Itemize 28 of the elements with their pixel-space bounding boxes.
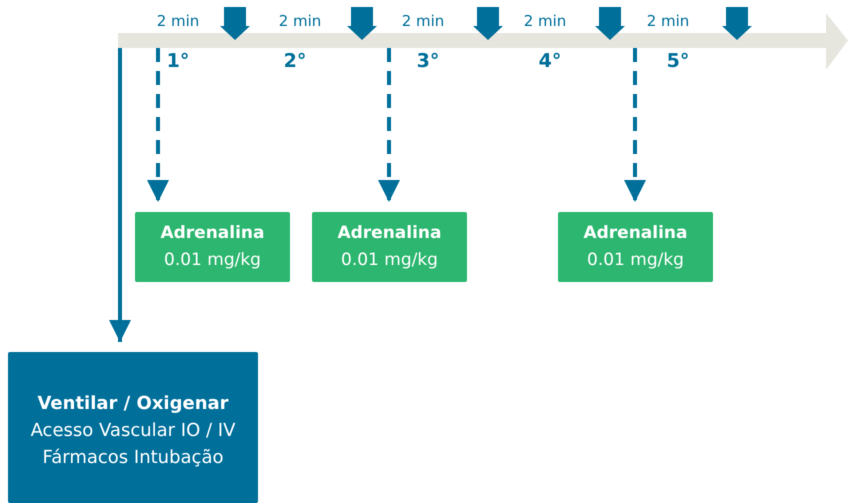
arrow	[624, 48, 646, 202]
interval-label: 2 min	[524, 12, 566, 30]
cycle-number: 2°	[284, 50, 306, 72]
box-text: 0.01 mg/kg	[164, 249, 261, 272]
box-text: 0.01 mg/kg	[341, 249, 438, 272]
cycle-number: 4°	[538, 50, 562, 72]
drug-box	[135, 212, 290, 282]
box-heading: Adrenalina	[337, 222, 442, 245]
interval-label: 2 min	[402, 12, 444, 30]
cycle-number: 1°	[166, 50, 190, 72]
action-box	[8, 352, 258, 503]
drug-box	[558, 212, 713, 282]
interval-label: 2 min	[156, 12, 200, 30]
arrow	[109, 48, 131, 342]
arrow	[378, 48, 400, 202]
box-heading: Adrenalina	[160, 222, 265, 245]
box-heading: Ventilar / Oxigenar	[37, 392, 229, 416]
cycle-number: 3°	[416, 50, 440, 72]
box-text: 0.01 mg/kg	[587, 249, 684, 272]
arrow	[147, 48, 169, 202]
box-text: Fármacos Intubação	[42, 446, 224, 470]
cycle-number: 5°	[666, 50, 690, 72]
interval-label: 2 min	[278, 12, 322, 30]
box-text: Acesso Vascular IO / IV	[30, 419, 236, 443]
interval-label: 2 min	[646, 12, 690, 30]
drug-box	[312, 212, 467, 282]
box-heading: Adrenalina	[583, 222, 688, 245]
timeline-arrow-bar	[118, 13, 848, 70]
